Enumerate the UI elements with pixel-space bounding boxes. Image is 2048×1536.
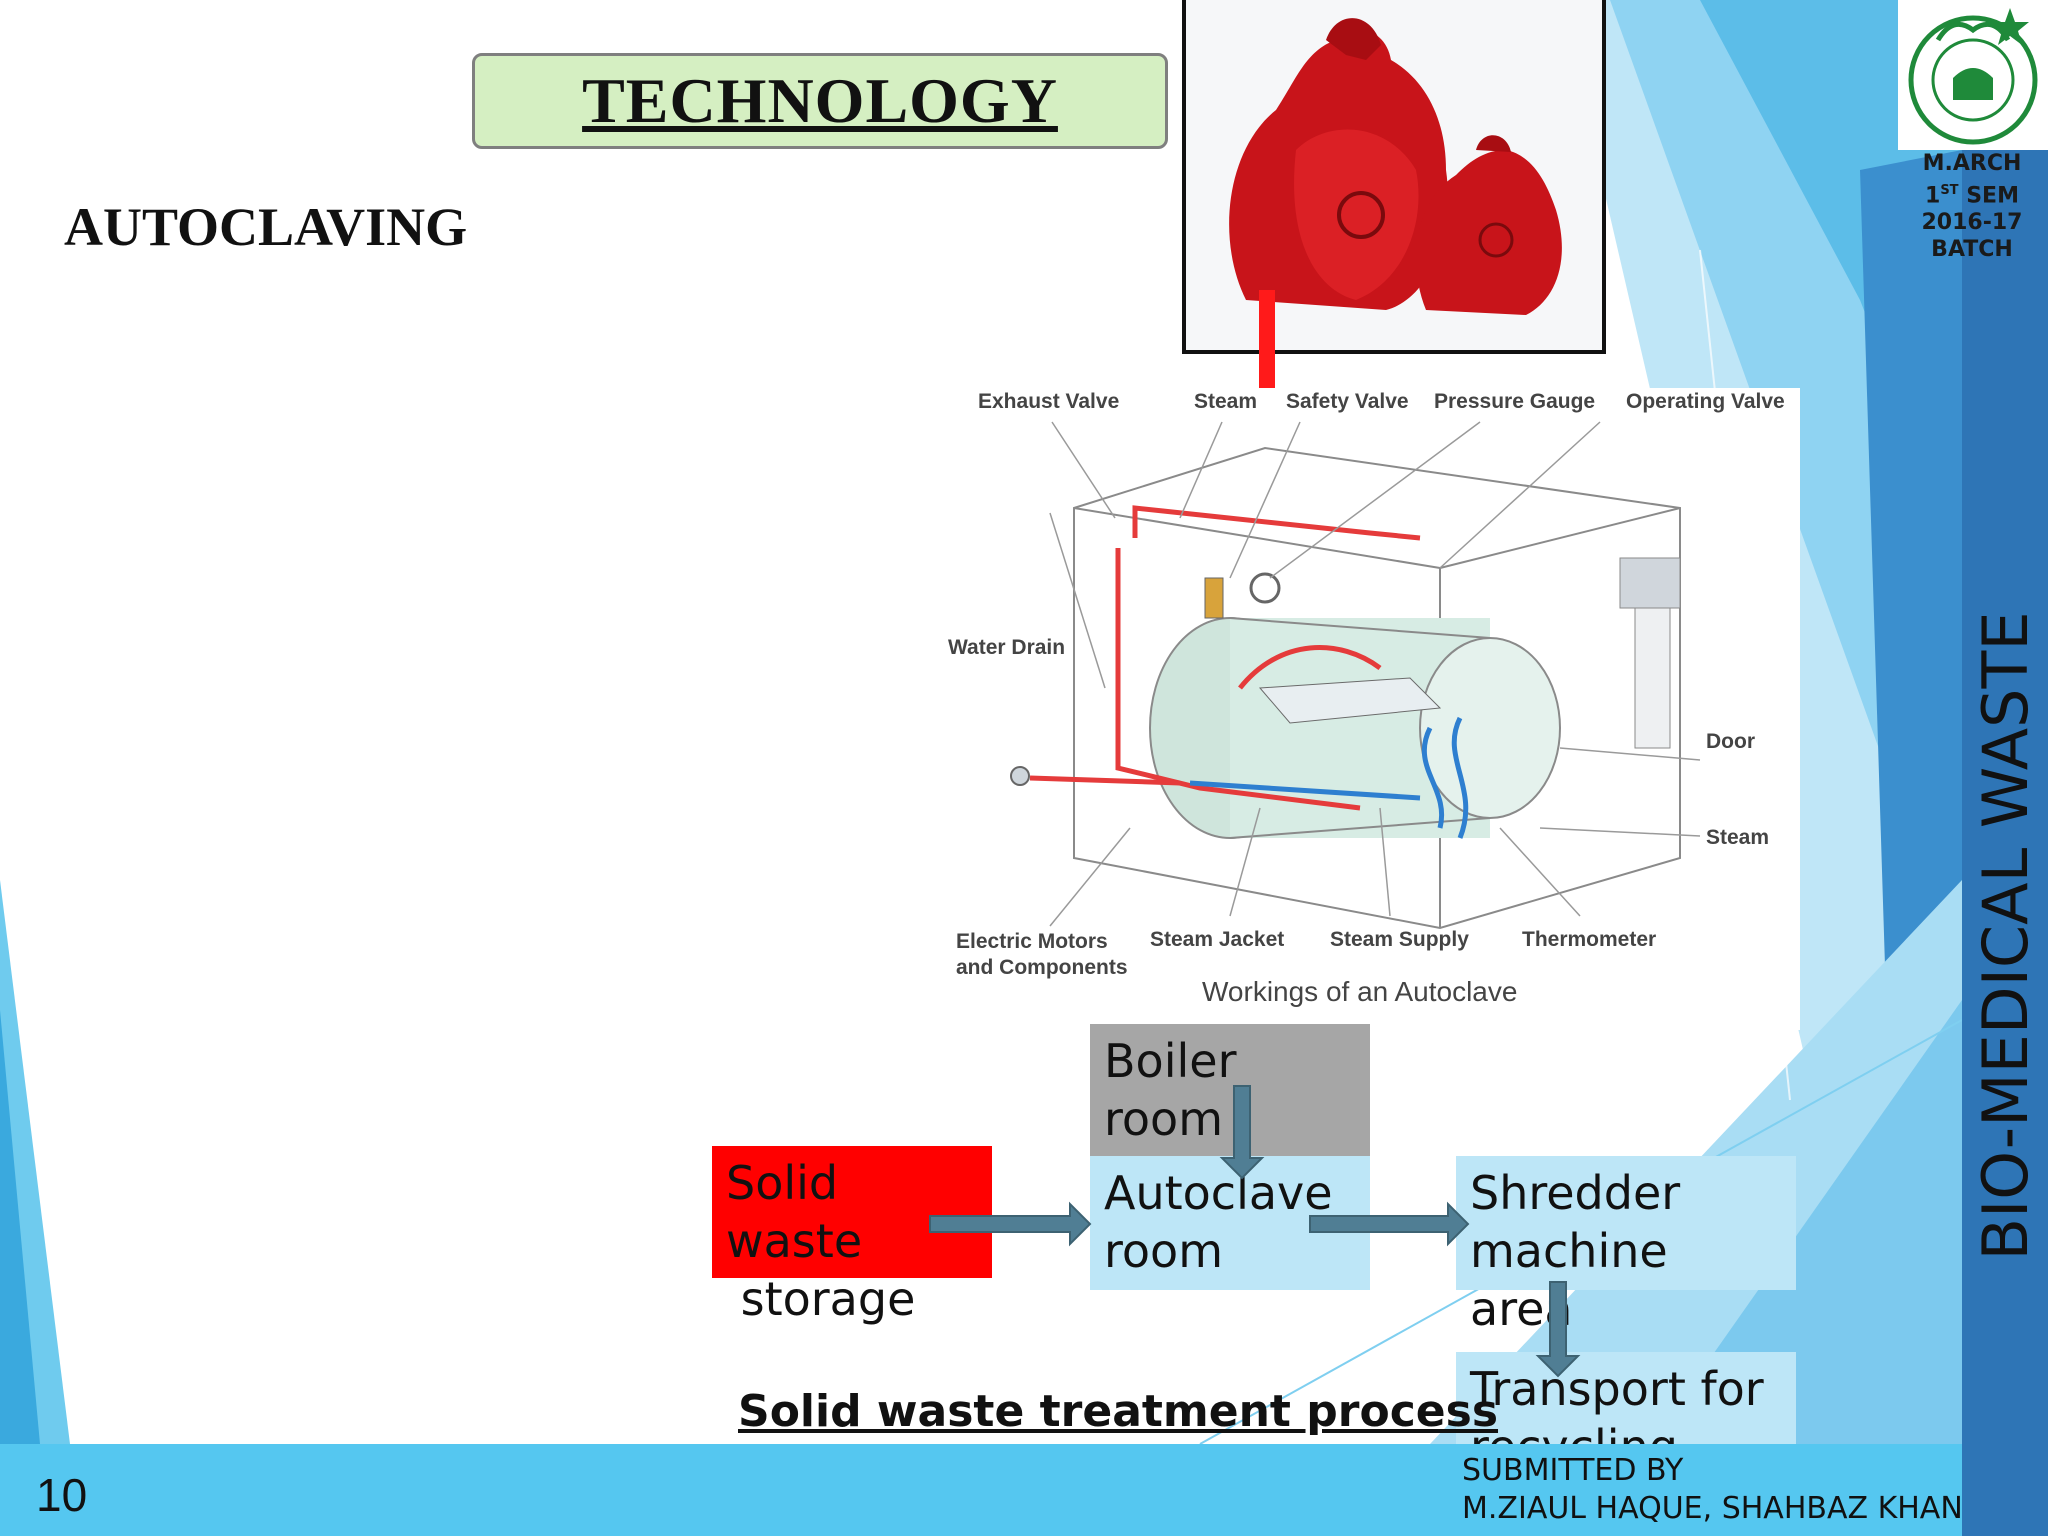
label-thermometer: Thermometer: [1522, 928, 1657, 951]
sidebar-band: [1962, 0, 2048, 1536]
label-steam-right: Steam: [1706, 826, 1770, 849]
label-electric-motors-1: Electric Motors: [956, 930, 1108, 953]
course-year: 2016-17: [1921, 210, 2023, 236]
submitted-label: SUBMITTED BY: [1462, 1453, 1684, 1488]
university-seal-icon: [1908, 8, 2038, 145]
label-steam-top: Steam: [1194, 390, 1258, 413]
course-info: M.ARCH 1ST SEM 2016-17 BATCH: [1890, 150, 2048, 263]
course-batch: BATCH: [1931, 237, 2013, 263]
slide-number: 10: [36, 1469, 88, 1521]
footer-bar: [0, 1444, 1962, 1536]
process-title: Solid waste treatment process: [738, 1386, 1499, 1437]
autoclave-illustration: [1010, 421, 1701, 930]
flow-box-shredder-area: Shredder machine area: [1456, 1156, 1796, 1336]
course-semester: 1ST SEM: [1925, 183, 2019, 209]
red-bags-illustration: [1186, 0, 1602, 350]
label-water-drain: Water Drain: [948, 636, 1066, 659]
arrow-shredder-to-transport: [1535, 1281, 1581, 1378]
autoclave-diagram: Exhaust Valve Steam Safety Valve Pressur…: [940, 388, 1800, 1030]
flow-box-autoclave-room: Autoclave room: [1090, 1156, 1370, 1290]
slide-subtitle: AUTOCLAVING: [64, 197, 468, 257]
arrow-autoclave-to-shredder: [1309, 1201, 1470, 1247]
course-degree: M.ARCH: [1922, 151, 2022, 176]
label-operating-valve: Operating Valve: [1626, 390, 1785, 413]
label-steam-jacket: Steam Jacket: [1150, 928, 1285, 951]
biohazard-bags-photo: [1182, 0, 1606, 354]
label-pressure-gauge: Pressure Gauge: [1434, 390, 1596, 413]
flow-box-boiler-room: Boiler room: [1090, 1024, 1370, 1156]
flow-box-transport-recycling: Transport for recycling: [1456, 1352, 1796, 1444]
arrow-boiler-to-autoclave: [1219, 1085, 1265, 1180]
label-exhaust-valve: Exhaust Valve: [978, 390, 1120, 413]
title-box: TECHNOLOGY: [472, 53, 1168, 149]
label-door: Door: [1706, 730, 1755, 753]
label-safety-valve: Safety Valve: [1286, 390, 1409, 413]
diagram-caption: Workings of an Autoclave: [1202, 976, 1518, 1007]
label-electric-motors-2: and Components: [956, 956, 1128, 979]
submitted-by: SUBMITTED BY M.ZIAUL HAQUE, SHAHBAZ KHAN: [1462, 1452, 1963, 1528]
university-logo: [1898, 0, 2048, 150]
authors: M.ZIAUL HAQUE, SHAHBAZ KHAN: [1462, 1491, 1963, 1526]
flow-box-solid-waste-storage: Solid waste storage: [712, 1146, 992, 1326]
label-steam-supply: Steam Supply: [1330, 928, 1469, 951]
slide-title: TECHNOLOGY: [582, 65, 1058, 136]
arrow-storage-to-autoclave: [929, 1201, 1092, 1247]
